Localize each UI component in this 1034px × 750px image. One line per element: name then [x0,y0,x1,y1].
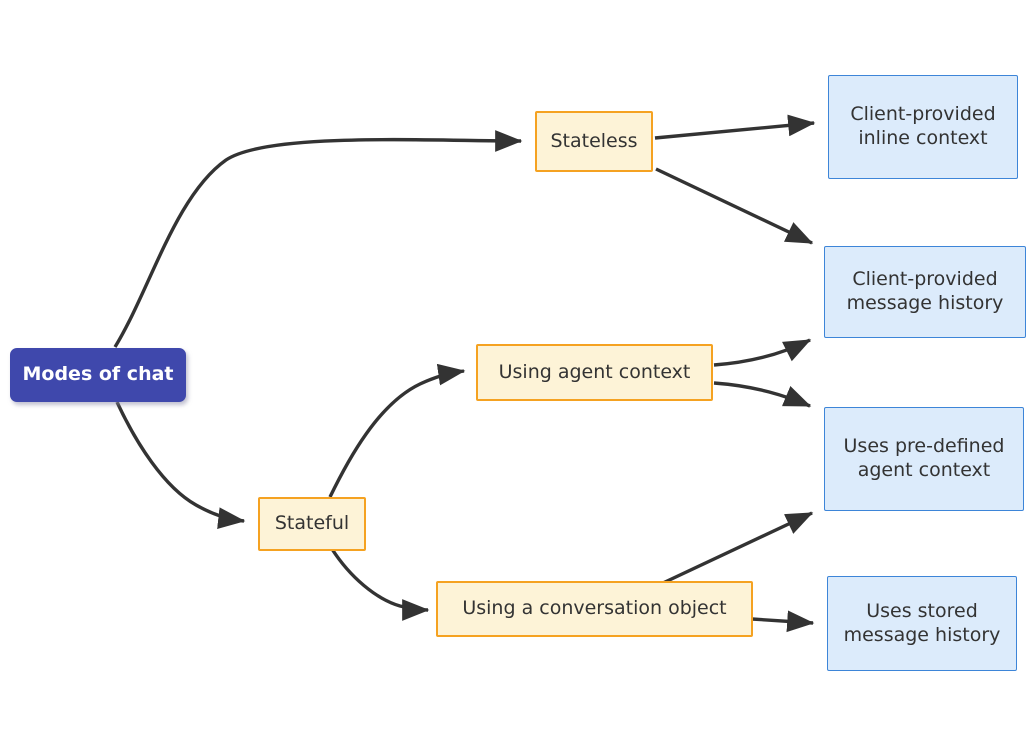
node-using-agent-context-label: Using agent context [498,360,691,383]
node-stateless-label: Stateless [550,129,638,152]
node-stateless[interactable]: Stateless [535,111,653,172]
node-uses-stored-message-history[interactable]: Uses stored message history [827,576,1017,671]
edge-root-to-stateless [113,130,523,348]
node-stateful-label: Stateful [274,512,350,535]
node-modes-of-chat[interactable]: Modes of chat [10,348,186,402]
node-modes-of-chat-label: Modes of chat [22,363,174,386]
edge-conversation-object-to-stored-history [751,610,815,633]
node-uses-predefined-agent-context[interactable]: Uses pre-defined agent context [824,407,1024,511]
edge-agent-context-to-client-history [713,338,812,367]
edge-root-to-stateful [115,401,246,529]
edge-agent-context-to-predefined-context [713,381,812,408]
edge-stateful-to-conversation-object [330,548,430,621]
node-uses-predefined-agent-context-label: Uses pre-defined agent context [843,435,1005,481]
node-client-provided-message-history[interactable]: Client-provided message history [824,246,1026,338]
node-uses-stored-message-history-label: Uses stored message history [843,599,1001,646]
node-client-provided-inline-context-label: Client-provided inline context [850,103,996,149]
node-using-conversation-object[interactable]: Using a conversation object [436,581,753,637]
node-using-agent-context[interactable]: Using agent context [476,344,713,401]
edge-stateless-to-inline-context [654,114,816,140]
node-stateful[interactable]: Stateful [258,497,366,551]
node-using-conversation-object-label: Using a conversation object [462,597,727,620]
edge-stateless-to-client-history [655,167,814,245]
edge-conversation-object-to-predefined-context [662,511,814,585]
edge-stateful-to-agent-context [328,363,466,498]
node-client-provided-message-history-label: Client-provided message history [846,268,1004,314]
node-client-provided-inline-context[interactable]: Client-provided inline context [828,75,1018,179]
